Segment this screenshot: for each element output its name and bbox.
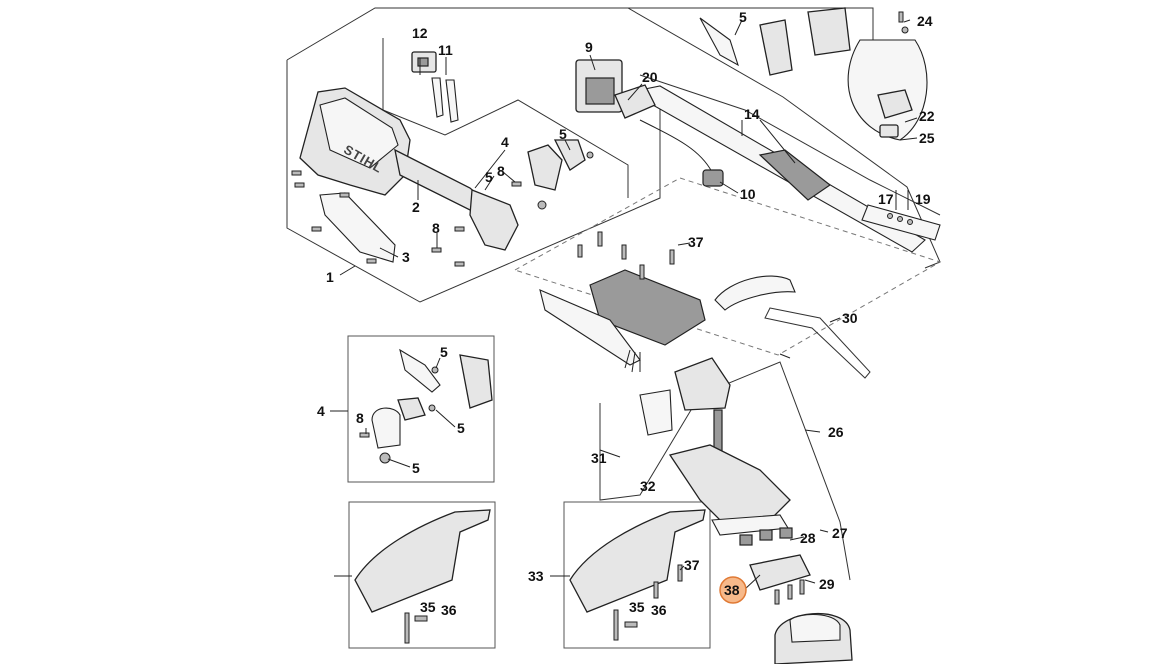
callout-1[interactable]: 1	[326, 269, 334, 285]
callout-10[interactable]: 10	[740, 186, 756, 202]
callout-33[interactable]: 33	[528, 568, 544, 584]
callout-37-top[interactable]: 37	[688, 234, 704, 250]
loop-handle	[847, 11, 928, 141]
grass-guard-right	[569, 509, 706, 641]
callout-5-box-c[interactable]: 5	[412, 460, 420, 476]
callout-27[interactable]: 27	[832, 525, 848, 541]
callout-35-right[interactable]: 35	[629, 599, 645, 615]
trimmer-head	[739, 527, 853, 664]
callout-8-low[interactable]: 8	[432, 220, 440, 236]
callout-4-box[interactable]: 4	[317, 403, 325, 419]
callout-12[interactable]: 12	[412, 25, 428, 41]
callout-11[interactable]: 11	[438, 42, 453, 58]
callout-4-top[interactable]: 4	[501, 134, 509, 150]
callout-29[interactable]: 29	[819, 576, 835, 592]
frame-housing-bottom	[286, 60, 661, 303]
callout-5-box-a[interactable]: 5	[440, 344, 448, 360]
callout-22[interactable]: 22	[919, 108, 935, 124]
callout-numbers: 1 2 3 4 5 5 8 8 9 10 11 12 14 17 19 20 2…	[317, 9, 935, 618]
callout-28[interactable]: 28	[800, 530, 816, 546]
callout-24[interactable]: 24	[917, 13, 933, 29]
callout-25[interactable]: 25	[919, 130, 935, 146]
tube-connector-cable	[614, 84, 724, 187]
callout-31[interactable]: 32	[640, 478, 656, 494]
rating-label-strip	[861, 204, 941, 241]
motor-housing-shell: STIHL	[299, 87, 491, 216]
callout-36-left[interactable]: 36	[441, 602, 457, 618]
switch-parts	[411, 51, 459, 123]
shaft-tube	[628, 85, 926, 253]
callout-17[interactable]: 17	[878, 191, 894, 207]
leader-lines	[330, 19, 918, 591]
frame-tube	[639, 74, 941, 216]
frame-switch-group	[382, 38, 629, 198]
callout-2[interactable]: 2	[412, 199, 420, 215]
side-guard-cover	[469, 189, 519, 251]
housing-cover-plate	[319, 192, 396, 263]
bail-handle	[764, 307, 871, 379]
top-switch-housing	[699, 7, 851, 76]
callout-14[interactable]: 14	[744, 106, 760, 122]
grass-guard-left	[354, 509, 491, 644]
callout-36-right[interactable]: 36	[651, 602, 667, 618]
callout-5-top-switch[interactable]: 5	[559, 126, 567, 142]
callout-8-mid[interactable]: 8	[497, 163, 505, 179]
callout-35-left[interactable]: 35	[420, 599, 436, 615]
frame-handle-top	[628, 7, 874, 40]
callout-38[interactable]: 38	[724, 582, 740, 598]
callout-26[interactable]: 26	[828, 424, 844, 440]
callout-32[interactable]: 30	[842, 310, 858, 326]
group-4-lever-parts	[359, 348, 493, 464]
callout-3[interactable]: 3	[402, 249, 410, 265]
electronics-module	[575, 59, 623, 113]
callout-9[interactable]: 9	[585, 39, 593, 55]
rear-handle	[539, 231, 706, 373]
callout-37-guard[interactable]: 37	[684, 557, 700, 573]
housing-screws	[291, 170, 465, 267]
callout-30[interactable]: 31	[591, 450, 607, 466]
callout-38-highlight[interactable]: 38	[719, 576, 747, 604]
callout-5-box-b[interactable]: 5	[457, 420, 465, 436]
callout-5-top-right[interactable]: 5	[739, 9, 747, 25]
motor-unit	[639, 357, 731, 471]
front-grip	[714, 275, 796, 311]
callout-19[interactable]: 19	[915, 191, 931, 207]
gear-housing	[668, 444, 791, 536]
callout-8-box[interactable]: 8	[356, 410, 364, 426]
callout-20[interactable]: 20	[642, 69, 658, 85]
trigger-lever-parts	[511, 139, 594, 210]
callout-5-mid[interactable]: 5	[485, 169, 493, 185]
